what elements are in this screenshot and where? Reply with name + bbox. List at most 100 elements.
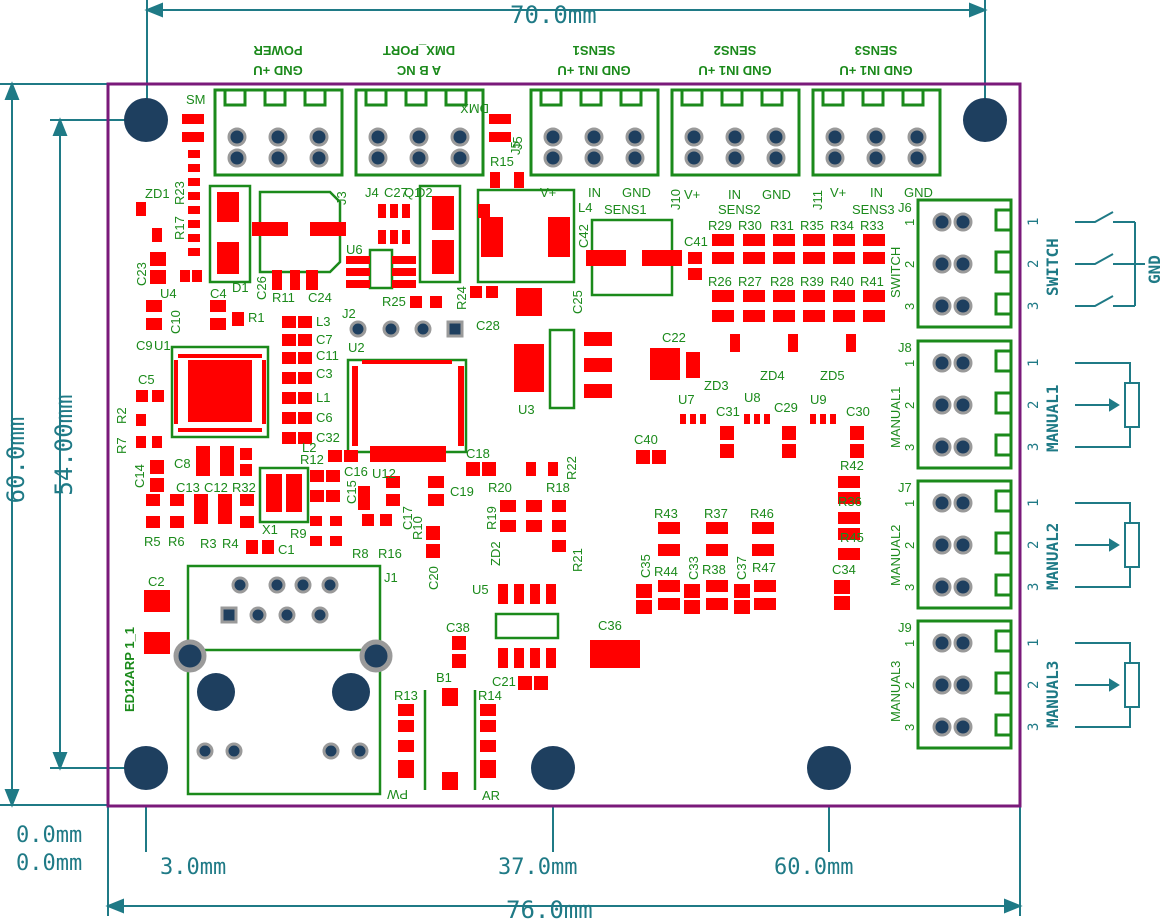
- top-connector-labels: POWER GND +U DMX_PORT A B NC SENS1 GND I…: [253, 43, 913, 78]
- designator-c13: C13: [176, 480, 200, 495]
- designator-j3: J3: [334, 191, 349, 205]
- ext-pin-num: 1: [1026, 639, 1042, 647]
- designator-r33: R33: [860, 218, 884, 233]
- designator-c4: C4: [210, 286, 227, 301]
- designator-c25: C25: [570, 290, 585, 314]
- designator-c20: C20: [426, 566, 441, 590]
- dim-bottom-width: 76.0mm: [506, 896, 593, 920]
- designator-u5: U5: [472, 582, 489, 597]
- dim-hole-3: 60.0mm: [774, 855, 853, 880]
- label-power: POWER: [253, 43, 303, 58]
- designator-r2: R2: [114, 407, 129, 424]
- right-terminal-blocks: [916, 198, 1013, 750]
- designator-r24: R24: [454, 286, 469, 310]
- designator-c14: C14: [132, 464, 147, 488]
- label-sens1-pins: GND IN1 +U: [557, 63, 630, 78]
- designator-r10: R10: [410, 516, 425, 540]
- manual1-side-label: MANUAL1: [1043, 385, 1062, 452]
- switch-side-label: SWITCH: [1043, 238, 1062, 296]
- designator-j1: J1: [384, 570, 398, 585]
- designator-u3: U3: [518, 402, 535, 417]
- pin-num: 2: [902, 682, 917, 689]
- designator-zd1: ZD1: [145, 186, 170, 201]
- designator-c19: C19: [450, 484, 474, 499]
- pin-num: 2: [902, 542, 917, 549]
- designator-u7: U7: [678, 392, 695, 407]
- ext-pin-num: 3: [1026, 583, 1042, 591]
- designator-b1: B1: [436, 670, 452, 685]
- designator-c1: C1: [278, 542, 295, 557]
- designator-c35: C35: [638, 554, 653, 578]
- manual2-side-label: MANUAL2: [1043, 523, 1062, 590]
- designator-c15: C15: [344, 480, 359, 504]
- pin-num: 3: [902, 303, 917, 310]
- designator-r4: R4: [222, 536, 239, 551]
- designator-c8: C8: [174, 456, 191, 471]
- dim-left-height: 60.0mm: [2, 417, 30, 504]
- sens2-name-label: SENS2: [718, 202, 761, 217]
- j9-ref: J9: [898, 620, 912, 635]
- designator-c21: C21: [492, 674, 516, 689]
- j2-header: [349, 320, 464, 338]
- j8-ref: J8: [898, 340, 912, 355]
- designator-r36: R36: [838, 494, 862, 509]
- designator-r37: R37: [704, 506, 728, 521]
- designator-r7: R7: [114, 437, 129, 454]
- designator-r34: R34: [830, 218, 854, 233]
- external-schematic: [1075, 211, 1145, 728]
- designator-r5: R5: [144, 534, 161, 549]
- ext-pin-num: 3: [1026, 443, 1042, 451]
- designator-u1: U1: [154, 338, 171, 353]
- designator-c34: C34: [832, 562, 856, 577]
- designator-zd4: ZD4: [760, 368, 785, 383]
- dim-top-width: 70.0mm: [510, 1, 597, 29]
- ext-pin-num: 2: [1026, 681, 1042, 689]
- sens1-name-label: SENS1: [604, 202, 647, 217]
- designator-c23: C23: [134, 262, 149, 286]
- pin-num: 3: [902, 724, 917, 731]
- designator-u12: U12: [372, 466, 396, 481]
- rj45-holes: [173, 576, 393, 760]
- pin-num: 3: [902, 444, 917, 451]
- designator-u2: U2: [348, 340, 365, 355]
- designator-c17: C17: [400, 506, 415, 530]
- manual2-label: MANUAL2: [888, 525, 903, 586]
- designator-c41: C41: [684, 234, 708, 249]
- designator-c18: C18: [466, 446, 490, 461]
- pin-num: 1: [902, 219, 917, 226]
- gnd-side-label: GND: [1145, 255, 1164, 284]
- dim-origin-x: 0.0mm: [16, 823, 82, 848]
- sens3-in-label: IN: [870, 185, 883, 200]
- external-labels: SWITCH GND MANUAL1 MANUAL2 MANUAL3 1 2 3…: [1026, 218, 1164, 731]
- dim-origin-y: 0.0mm: [16, 851, 82, 876]
- designator-r43: R43: [654, 506, 678, 521]
- designator-r9: R9: [290, 526, 307, 541]
- sens-pin-labels: V+ IN GND SENS1 V+ IN GND SENS2 V+ IN GN…: [508, 141, 933, 217]
- designator-c2: C2: [148, 574, 165, 589]
- label-sens3: SENS3: [855, 43, 898, 58]
- top-terminal-blocks: [213, 88, 942, 177]
- designator-l1: L1: [316, 390, 330, 405]
- designator-r40: R40: [830, 274, 854, 289]
- designator-c37: C37: [734, 556, 749, 580]
- sens1-gnd-label: GND: [622, 185, 651, 200]
- label-sens2-pins: GND IN1 +U: [698, 63, 771, 78]
- designator-sm: SM: [186, 92, 206, 107]
- designator-d1: D1: [232, 280, 249, 295]
- designator-zd3: ZD3: [704, 378, 729, 393]
- designator-u4: U4: [160, 286, 177, 301]
- mounting-holes: [124, 98, 1007, 790]
- designator-c22: C22: [662, 330, 686, 345]
- designator-c11: C11: [316, 348, 339, 363]
- label-sens2: SENS2: [714, 43, 757, 58]
- sens3-v-label: V+: [830, 185, 846, 200]
- designator-c9: C9: [136, 338, 153, 353]
- manual3-label: MANUAL3: [888, 661, 903, 722]
- designator-r44: R44: [654, 564, 678, 579]
- designator-r28: R28: [770, 274, 794, 289]
- designator-l4: L4: [578, 200, 592, 215]
- designator-l3: L3: [316, 314, 330, 329]
- smd-pads: [136, 114, 885, 790]
